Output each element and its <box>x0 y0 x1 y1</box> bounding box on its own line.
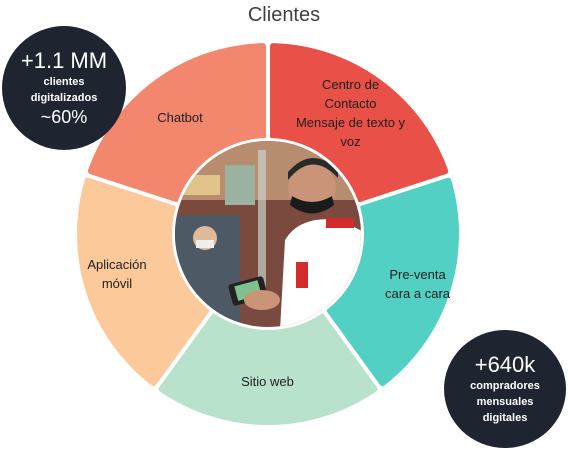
segment-label-line: Contacto <box>324 96 377 111</box>
segment-label-line: Sitio web <box>241 374 294 389</box>
center-photo <box>172 138 364 330</box>
badge-text: digitalizados <box>30 92 98 104</box>
badge-text: mensuales <box>476 396 534 408</box>
segment-label-line: Centro de <box>321 77 380 92</box>
badge-text: clientes <box>43 76 85 88</box>
segment-label-line: Pre-venta <box>389 267 446 282</box>
badge-text: compradores <box>470 380 540 392</box>
diagram-title: Clientes <box>247 4 321 26</box>
badge-value: +1.1 MM <box>20 48 108 73</box>
segment-label-line: móvil <box>101 276 133 291</box>
badge-digitalized-clients: +1.1 MM clientes digitalizados ~60% <box>2 26 126 150</box>
badge-digital-buyers: +640k compradores mensuales digitales <box>444 330 566 448</box>
segment-chatbot <box>87 43 267 203</box>
badge-value: +640k <box>474 352 536 377</box>
badge-percent: ~60% <box>40 107 88 127</box>
segment-mobile-app <box>77 177 210 387</box>
segment-label-chatbot: Chatbot <box>135 108 225 127</box>
segment-label-line: Aplicación <box>87 257 147 272</box>
badge-text: digitales <box>482 412 528 424</box>
segment-label-mobile-app: Aplicación móvil <box>72 255 162 293</box>
segment-contact-center <box>269 43 449 203</box>
segment-label-line: Chatbot <box>157 110 203 125</box>
segment-label-pre-sale: Pre-venta cara a cara <box>370 265 465 303</box>
segment-website <box>158 313 378 425</box>
segment-label-website: Sitio web <box>225 372 310 391</box>
segment-pre-sale <box>326 177 459 387</box>
segment-label-line: Mensaje de texto y <box>295 115 406 130</box>
segment-label-line: voz <box>340 134 361 149</box>
segment-label-line: cara a cara <box>384 286 451 301</box>
